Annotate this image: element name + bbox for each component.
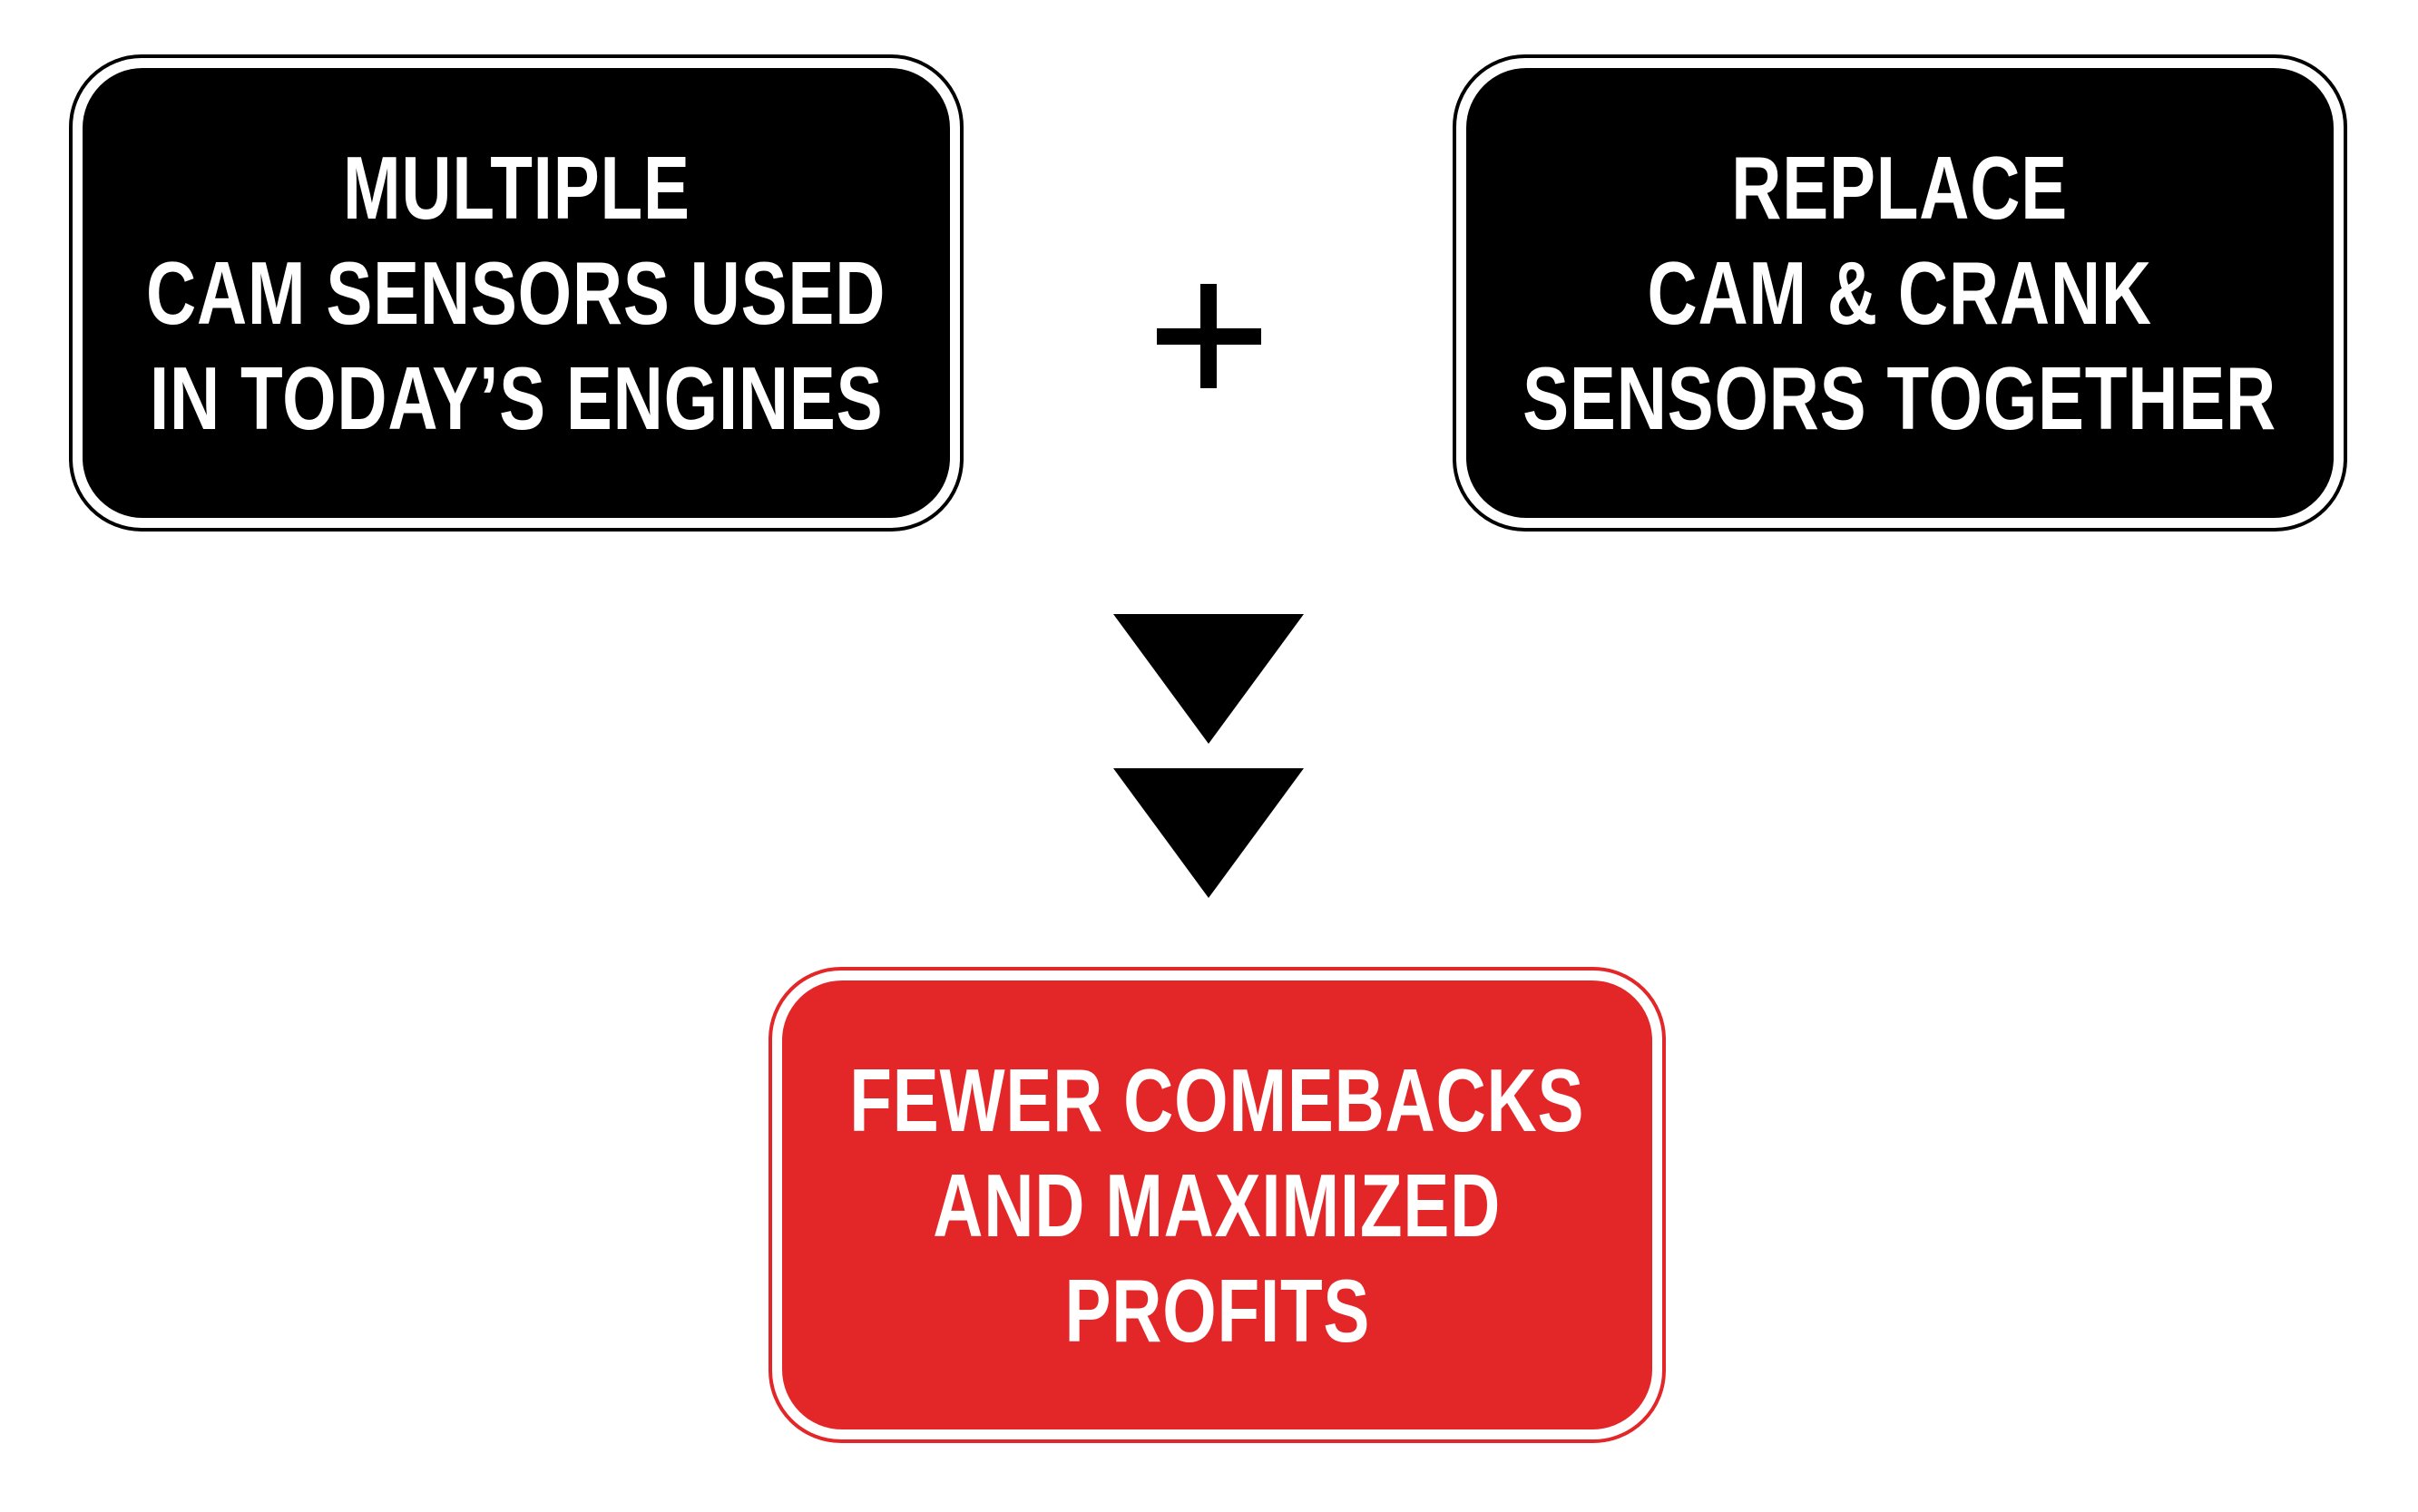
box-text-line: CAM SENSORS USED	[146, 243, 886, 343]
plus-icon-vertical	[1200, 284, 1217, 388]
result-box-inner: FEWER COMEBACKS AND MAXIMIZED PROFITS	[782, 980, 1652, 1429]
action-box-inner: REPLACE CAM & CRANK SENSORS TOGETHER	[1466, 68, 2334, 518]
box-text-line: IN TODAY’S ENGINES	[149, 348, 884, 448]
box-text-line: CAM & CRANK	[1647, 243, 2153, 343]
cause-box-inner: MULTIPLE CAM SENSORS USED IN TODAY’S ENG…	[83, 68, 950, 518]
down-triangle-icon	[1113, 614, 1304, 744]
box-text-line: REPLACE	[1731, 138, 2069, 238]
cause-box-multiple-cam-sensors: MULTIPLE CAM SENSORS USED IN TODAY’S ENG…	[69, 54, 964, 532]
box-text-line: FEWER COMEBACKS	[849, 1049, 1585, 1150]
box-text-line: SENSORS TOGETHER	[1522, 348, 2277, 448]
result-box-fewer-comebacks: FEWER COMEBACKS AND MAXIMIZED PROFITS	[768, 967, 1666, 1443]
box-text-line: MULTIPLE	[342, 138, 690, 238]
box-text-line: AND MAXIMIZED	[933, 1155, 1502, 1255]
down-triangle-icon	[1113, 768, 1304, 898]
action-box-replace-sensors: REPLACE CAM & CRANK SENSORS TOGETHER	[1453, 54, 2347, 532]
box-text-line: PROFITS	[1064, 1260, 1370, 1361]
